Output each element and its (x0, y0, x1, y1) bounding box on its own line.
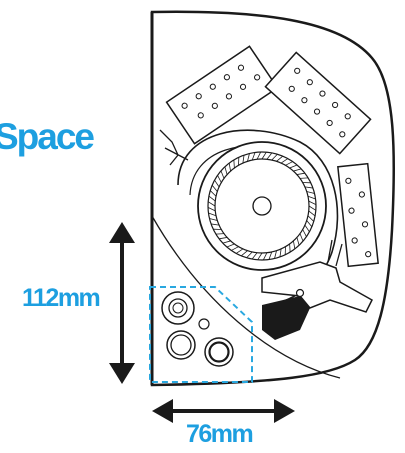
fan-blade (304, 224, 310, 233)
fan-blade (285, 161, 293, 166)
fan-blade (251, 152, 256, 161)
fan-blade (217, 175, 222, 183)
fan-blade (307, 215, 315, 222)
fan-blade (233, 159, 235, 169)
fan-blade (208, 195, 216, 202)
fan-blade (280, 158, 289, 164)
fan-blade (308, 200, 317, 206)
fan-blade (228, 163, 231, 172)
height-dimension-label: 112mm (22, 284, 101, 312)
fan-blade (256, 151, 262, 160)
fan-blade (296, 237, 300, 246)
fan-blade (231, 246, 239, 251)
fan-blade (224, 166, 228, 175)
width-dimension-label: 76mm (186, 420, 254, 448)
fan-blade (289, 164, 298, 169)
fan-blade (219, 237, 228, 240)
fan-blade (279, 248, 282, 257)
fan-blade (289, 243, 291, 253)
fan-blade (208, 212, 217, 217)
fan-blade (214, 179, 220, 188)
perforated-panel-left (165, 45, 279, 145)
fan-blade (304, 186, 313, 189)
fan-blade (296, 172, 305, 175)
fan-blade (209, 218, 218, 221)
fan-blade (306, 191, 315, 194)
space-heading: Space (0, 116, 95, 157)
fan-blade (308, 205, 317, 211)
fan-blade (207, 206, 216, 212)
fan-blade (251, 252, 258, 260)
blower-wheel (197, 141, 327, 271)
fan-blade (247, 153, 250, 162)
fan-blade (226, 243, 235, 248)
fan-blade (211, 223, 220, 226)
fan-blade (235, 248, 244, 254)
fan-blade (299, 177, 309, 179)
fan-blade (246, 251, 253, 259)
fan-hub (252, 196, 272, 216)
fan-blade (211, 185, 218, 192)
fan-blade (241, 250, 248, 257)
fan-blade (293, 168, 302, 172)
cover-curve (151, 215, 341, 379)
fan-blade (266, 152, 273, 160)
fan-blade (299, 233, 304, 242)
fan-blade (242, 155, 245, 164)
fan-blade (271, 153, 278, 161)
fan-blade (215, 233, 225, 235)
fan-blade (274, 250, 277, 259)
pipe-connections (161, 291, 234, 367)
fan-blade (257, 252, 263, 261)
fan-blade (262, 252, 268, 261)
perforated-panel-vertical (337, 162, 379, 268)
fan-blade (209, 190, 217, 197)
fan-blade (276, 155, 283, 162)
left-bracket (159, 129, 189, 166)
fan-blade (307, 195, 316, 200)
fan-blade (302, 229, 307, 237)
fan-blade (306, 220, 313, 227)
double-arrow-vertical-icon (109, 222, 135, 384)
fan-blade (220, 170, 225, 179)
fan-blade (308, 210, 316, 217)
double-arrow-horizontal-icon (152, 399, 295, 423)
fan-blade (268, 251, 273, 260)
fan-blade (293, 240, 296, 249)
fan-blade (261, 151, 267, 160)
drain-tray (262, 296, 310, 340)
fan-blade (207, 201, 216, 207)
drain-bracket (261, 261, 373, 313)
perforated-panel-right (264, 51, 372, 155)
fan-blade (222, 240, 231, 244)
piping-space-box (149, 286, 253, 383)
